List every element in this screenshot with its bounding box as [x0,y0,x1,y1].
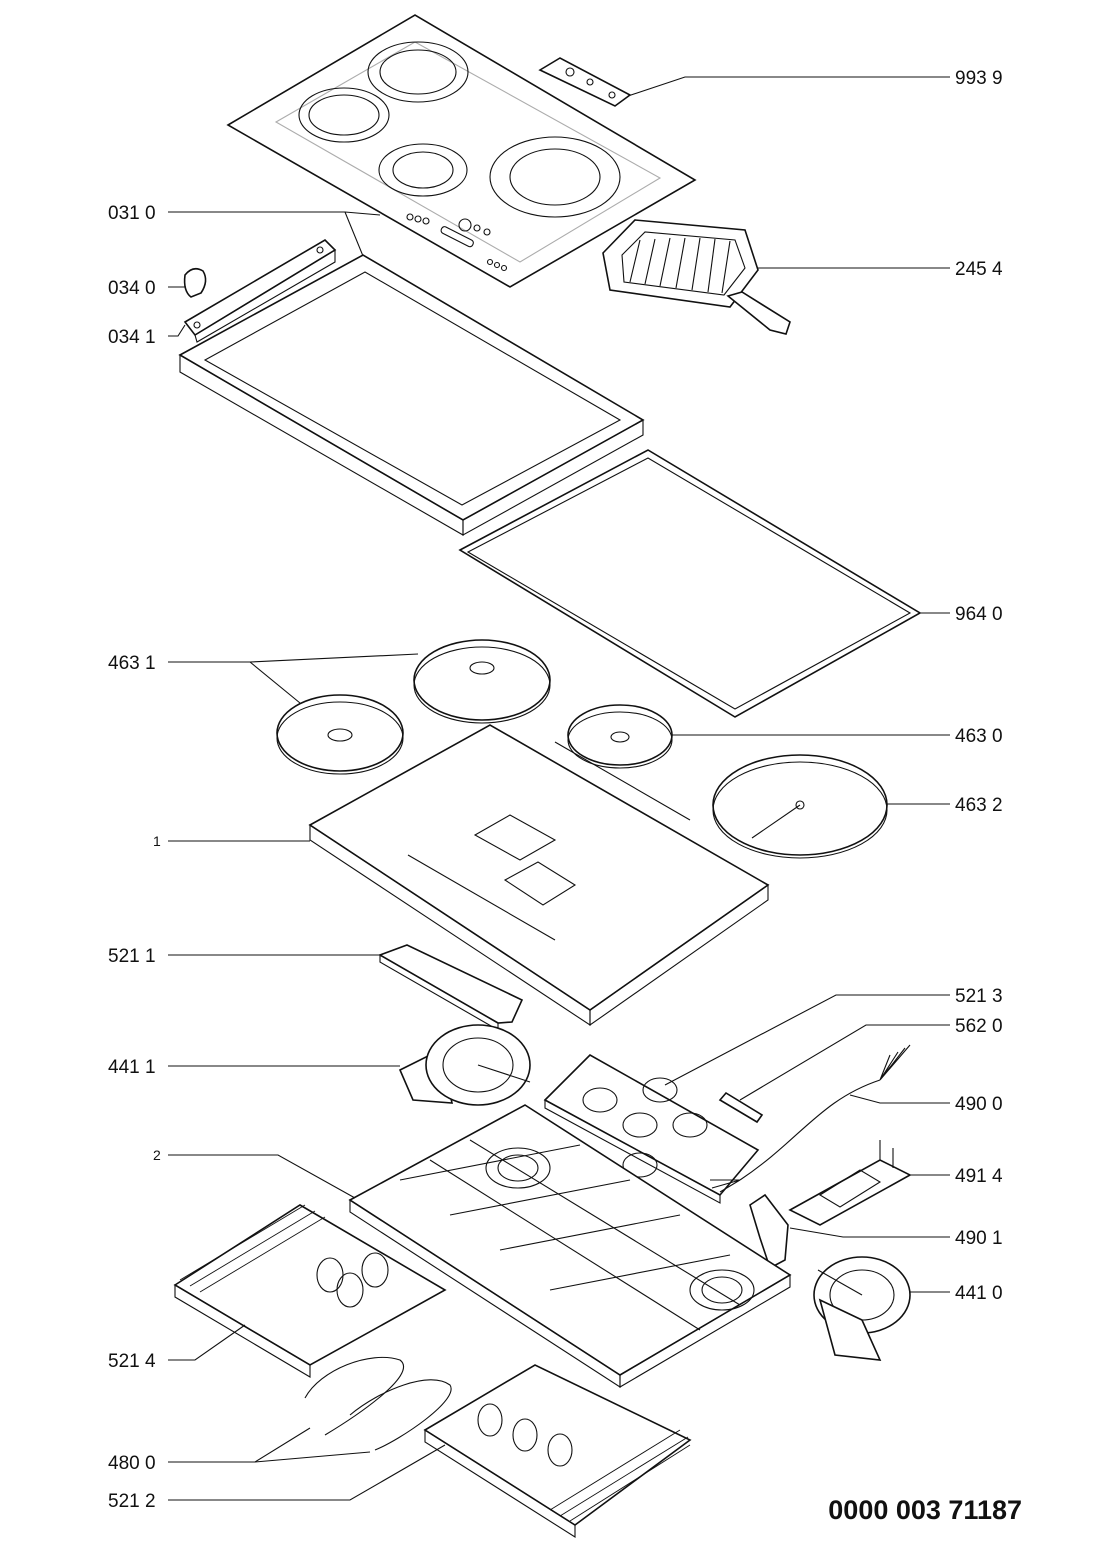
label-2: 2 [153,1147,161,1163]
bracket-034-1 [183,238,337,343]
label-441-0: 441 0 [955,1283,1003,1304]
label-521-2: 521 2 [108,1491,156,1512]
label-562-0: 562 0 [955,1016,1003,1037]
grill-pan [602,219,791,335]
induction-coil-463-1-rear [413,639,551,724]
label-491-4: 491 4 [955,1166,1003,1187]
document-number: 0000 003 71187 [828,1495,1022,1525]
label-463-0: 463 0 [955,726,1003,747]
glass-cooktop [226,14,697,288]
label-521-4: 521 4 [108,1351,156,1372]
power-board-521-4 [173,1204,447,1378]
steel-frame [178,254,645,536]
terminal-block-491-4 [788,1140,912,1226]
label-490-1: 490 1 [955,1228,1003,1249]
cable-clamp-490-1 [749,1193,789,1270]
label-521-3: 521 3 [955,986,1003,1007]
label-993-9: 993 9 [955,68,1003,89]
part-labels: 993 9 031 0 245 4 034 0 034 1 964 0 463 … [108,68,1003,1512]
label-480-0: 480 0 [108,1453,156,1474]
leader-lines [168,76,950,1501]
mains-cable-490-0 [710,1044,911,1193]
induction-coil-463-2 [712,754,888,859]
label-245-4: 245 4 [955,259,1003,280]
fuse-562-0 [718,1091,764,1124]
label-034-1: 034 1 [108,327,156,348]
label-463-1: 463 1 [108,653,156,674]
induction-coil-463-1-front [276,694,404,775]
label-463-2: 463 2 [955,795,1003,816]
clip-034-0 [183,267,207,298]
coil-carrier-plate [308,724,770,1027]
label-964-0: 964 0 [955,604,1003,625]
power-board-521-2 [423,1364,692,1538]
label-031-0: 031 0 [108,203,156,224]
label-441-1: 441 1 [108,1057,156,1078]
label-521-1: 521 1 [108,946,156,967]
label-1: 1 [153,833,161,849]
label-034-0: 034 0 [108,278,156,299]
power-board-521-3 [543,1054,760,1204]
control-board-521-1 [378,944,524,1031]
cooling-fan-441-0 [813,1256,911,1361]
cooling-fan-441-1 [398,1024,531,1106]
bottom-housing [348,1104,792,1389]
label-490-0: 490 0 [955,1094,1003,1115]
wiring-harness-480-0 [304,1356,452,1451]
